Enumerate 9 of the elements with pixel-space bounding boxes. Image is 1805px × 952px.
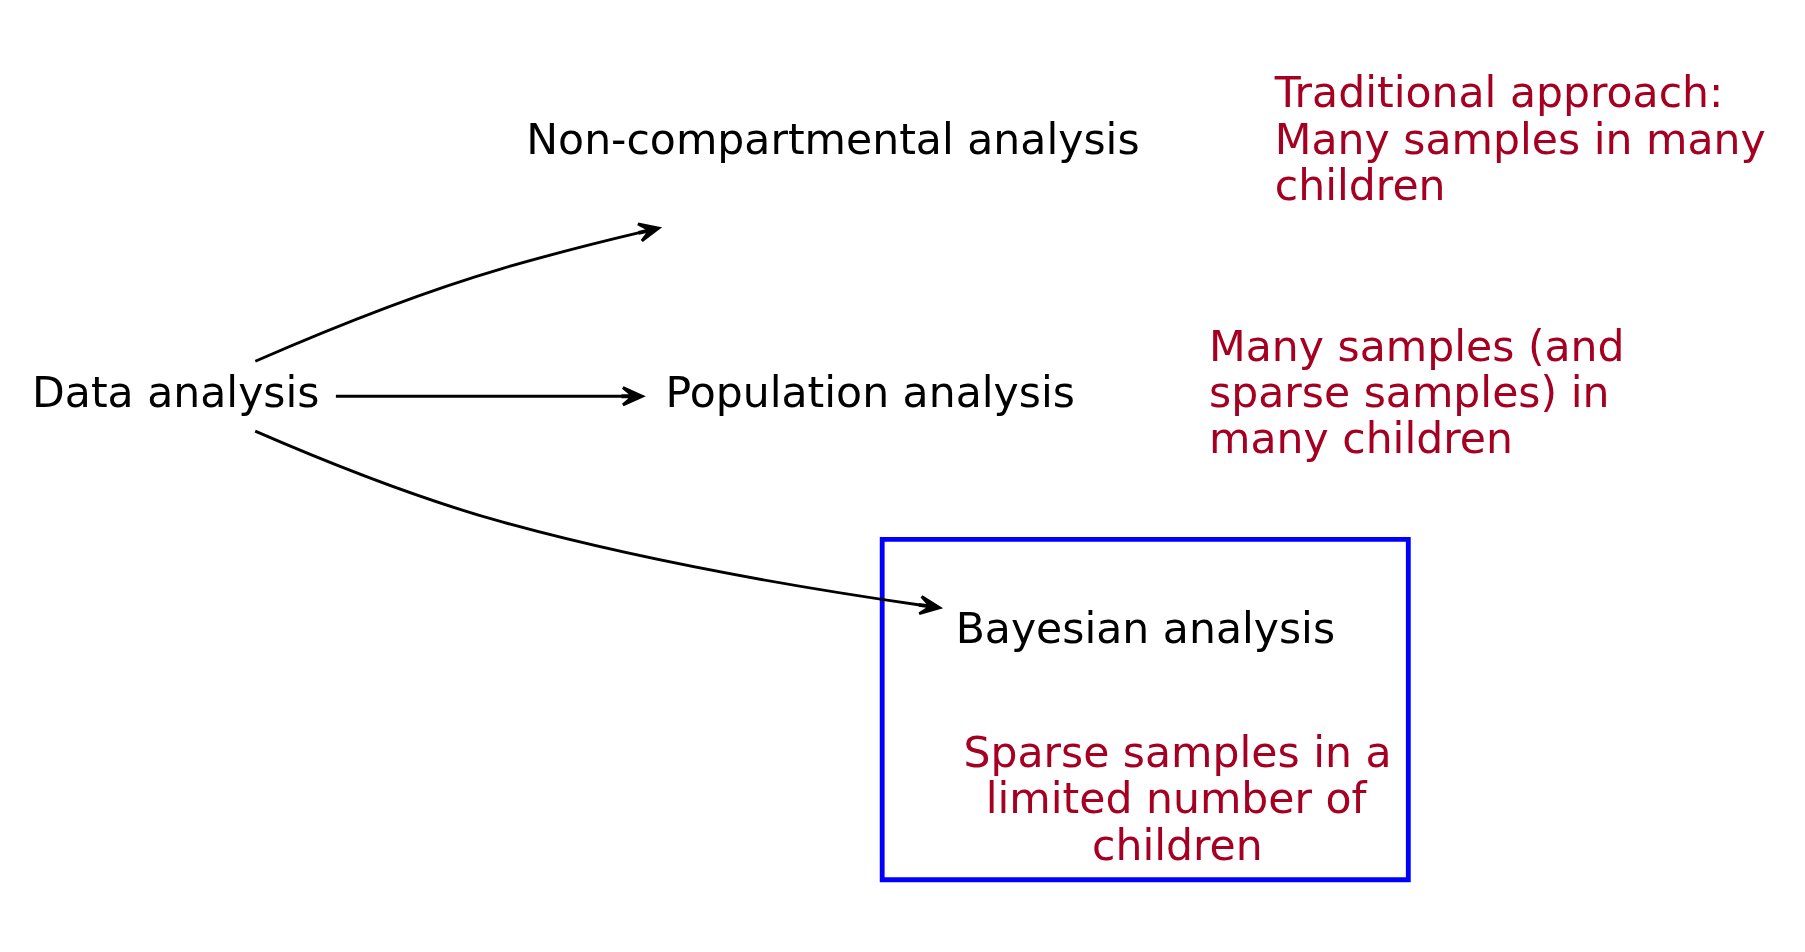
node-label: Traditional approach: Many samples in many children: [1274, 67, 1766, 210]
node-text: Non-compartmental analysis: [526, 114, 1140, 164]
node-text: Data analysis: [32, 367, 320, 417]
node-text: Population analysis: [665, 367, 1075, 417]
node-label: Many samples (and sparse samples) in many children: [1209, 321, 1625, 463]
node-text: Bayesian analysis: [955, 603, 1336, 653]
arrow: [254, 429, 942, 615]
arrow: [254, 222, 661, 363]
arrow: [335, 385, 644, 406]
